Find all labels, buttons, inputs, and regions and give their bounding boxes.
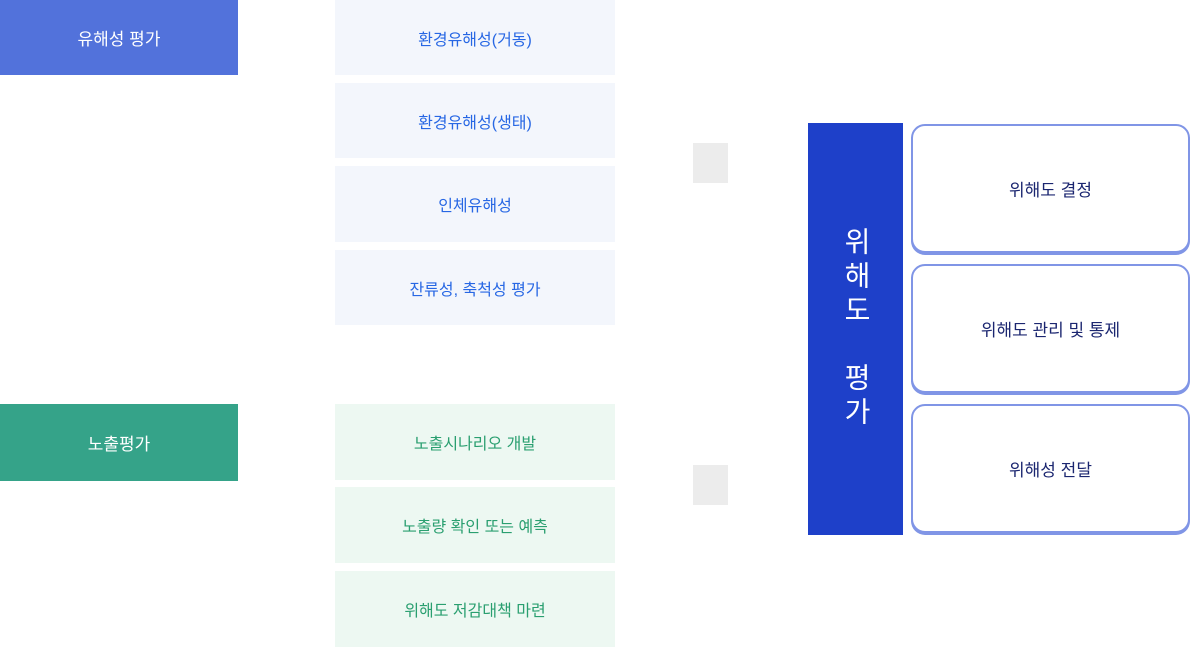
risk-assessment-bar: 위해도 평가 <box>808 123 903 535</box>
risk-item-risk-determination: 위해도 결정 <box>911 124 1190 253</box>
hazard-item-environmental-behavior: 환경유해성(거동) <box>335 0 615 75</box>
risk-item-risk-management-control: 위해도 관리 및 통제 <box>911 264 1190 393</box>
hazard-assessment-header: 유해성 평가 <box>0 0 238 75</box>
connector-placeholder-top <box>693 143 728 183</box>
exposure-item-scenario-development: 노출시나리오 개발 <box>335 404 615 480</box>
exposure-item-amount-check-prediction: 노출량 확인 또는 예측 <box>335 487 615 563</box>
connector-placeholder-bottom <box>693 465 728 505</box>
hazard-item-human-hazard: 인체유해성 <box>335 166 615 242</box>
risk-bar-title-line1: 위해도 <box>840 227 872 329</box>
risk-item-risk-communication: 위해성 전달 <box>911 404 1190 533</box>
exposure-assessment-header: 노출평가 <box>0 404 238 481</box>
risk-bar-title-line2: 평가 <box>840 363 872 431</box>
hazard-item-persistence-accumulation: 잔류성, 축척성 평가 <box>335 250 615 325</box>
hazard-item-environmental-ecology: 환경유해성(생태) <box>335 83 615 158</box>
exposure-item-risk-reduction-measures: 위해도 저감대책 마련 <box>335 571 615 647</box>
